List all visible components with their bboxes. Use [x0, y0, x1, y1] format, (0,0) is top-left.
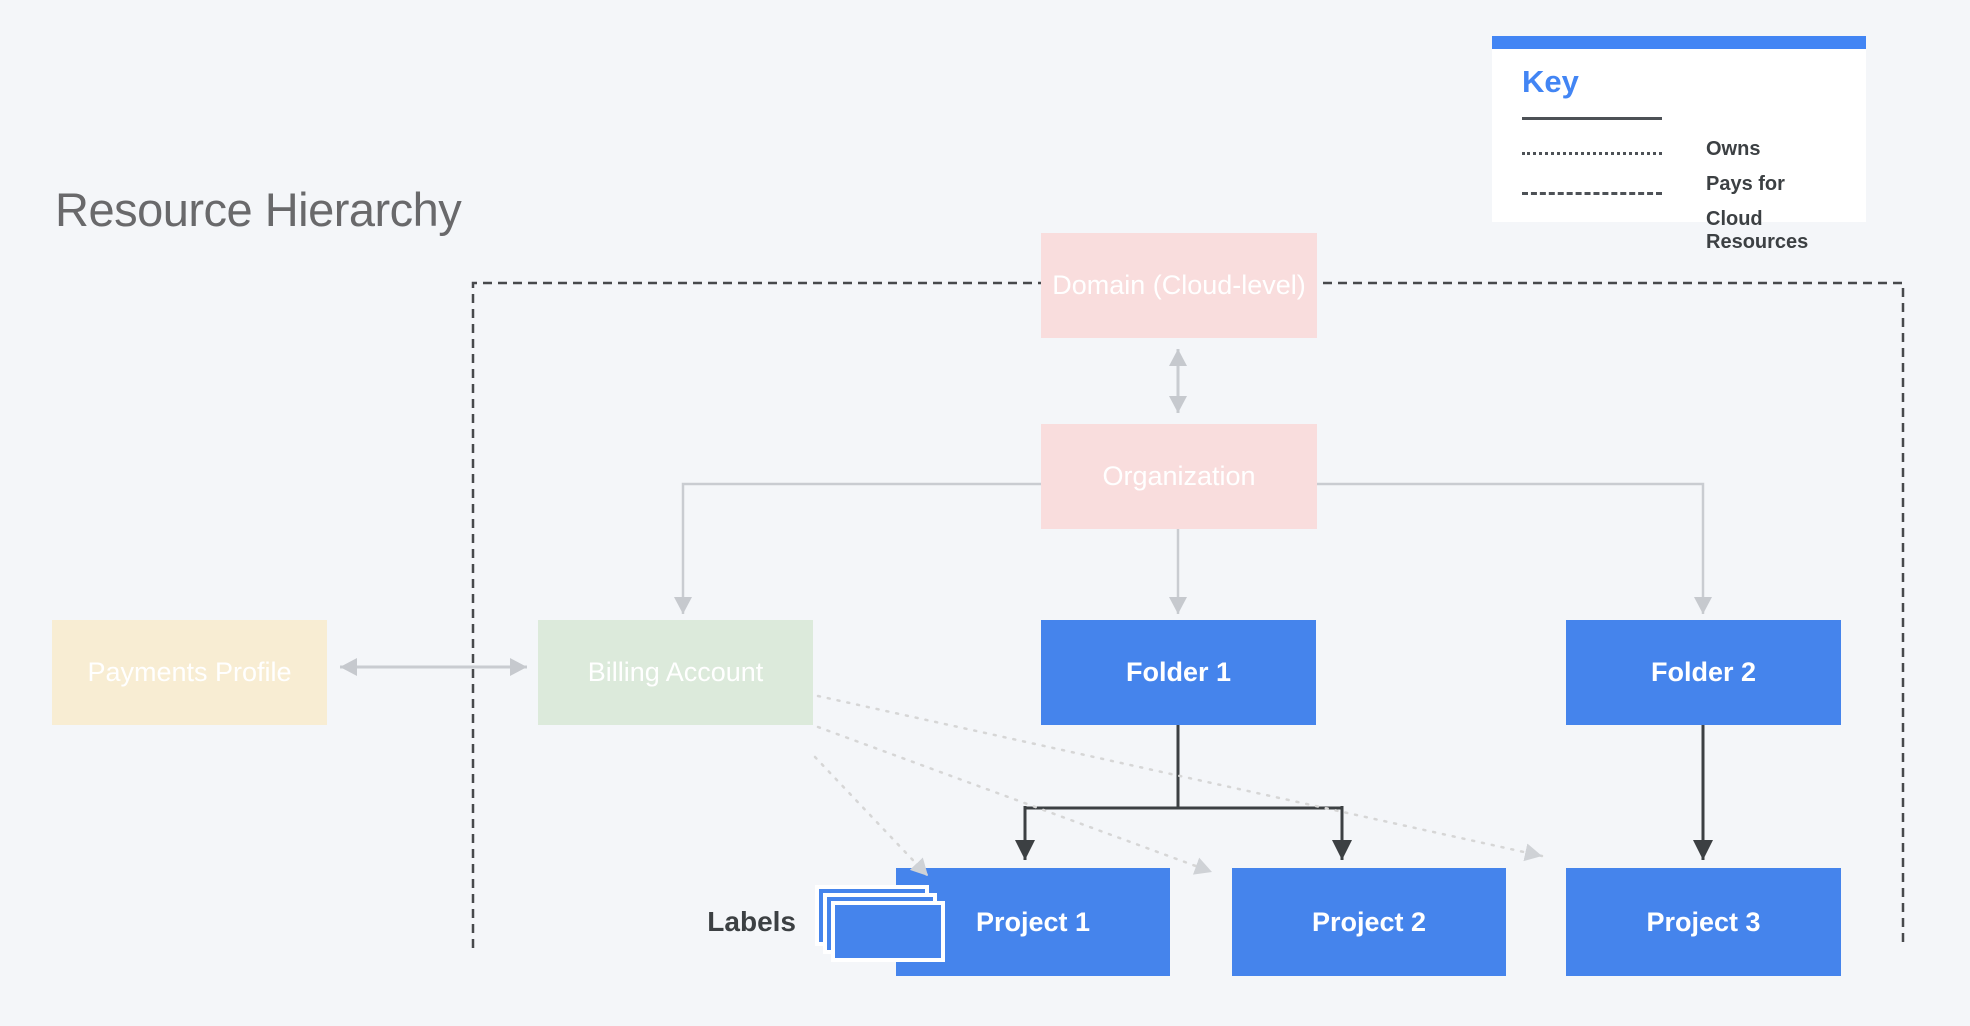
legend-heading: Key — [1522, 64, 1579, 99]
node-payments-profile-label: Payments Profile — [87, 657, 292, 687]
node-organization: Organization — [1041, 424, 1317, 529]
arrow-organization-folder2 — [1317, 482, 1712, 614]
node-payments-profile: Payments Profile — [52, 620, 327, 725]
arrow-organization-billing-account — [674, 482, 1041, 614]
node-project3: Project 3 — [1566, 868, 1841, 976]
legend-dotted-line-sample — [1522, 152, 1662, 155]
node-billing-account-label: Billing Account — [587, 657, 764, 687]
node-project2: Project 2 — [1232, 868, 1506, 976]
legend-label-owns: Owns — [1706, 138, 1761, 160]
node-billing-account: Billing Account — [538, 620, 813, 725]
legend-accent-bar — [1492, 36, 1866, 49]
page-title: Resource Hierarchy — [55, 183, 462, 236]
dotted-billing-project1 — [813, 755, 930, 878]
node-folder1: Folder 1 — [1041, 620, 1316, 725]
legend-label-cloud-resources: Cloud Resources — [1706, 208, 1809, 253]
node-organization-label: Organization — [1102, 461, 1256, 491]
node-domain-label: Domain (Cloud-level) — [1052, 270, 1306, 300]
legend-label-pays-for: Pays for — [1706, 173, 1785, 195]
labels-annotation: Labels — [707, 906, 796, 937]
node-project1-label: Project 1 — [975, 906, 1091, 937]
legend-dashed-line-sample — [1522, 192, 1662, 195]
node-folder1-label: Folder 1 — [1125, 657, 1232, 687]
node-project2-label: Project 2 — [1311, 906, 1427, 937]
node-folder2-label: Folder 2 — [1650, 657, 1757, 687]
node-domain: Domain (Cloud-level) — [1041, 233, 1317, 338]
node-project3-label: Project 3 — [1646, 906, 1761, 937]
dotted-billing-project2 — [816, 725, 1214, 875]
legend-solid-line-sample — [1522, 117, 1662, 120]
stacked-labels-icon — [815, 885, 945, 962]
legend: Key Owns Pays for Cloud Resources — [1492, 36, 1866, 253]
node-folder2: Folder 2 — [1566, 620, 1841, 725]
dotted-billing-project3 — [816, 694, 1544, 862]
